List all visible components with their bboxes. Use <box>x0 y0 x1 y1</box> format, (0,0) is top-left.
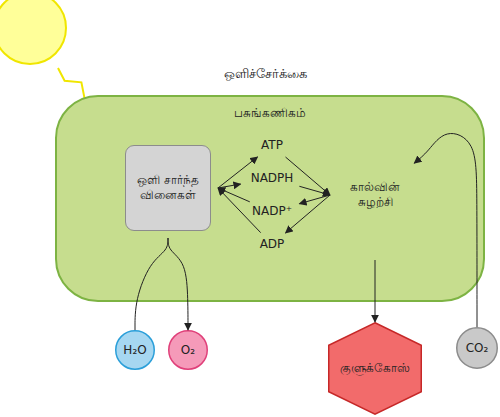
molecule-circle-shape <box>457 328 498 369</box>
connector-arrow <box>286 157 330 195</box>
glucose-hexagon-label: குளுக்கோஸ் <box>340 361 410 376</box>
molecule-circle: O₂ <box>168 330 208 370</box>
diagram-title: ஒளிச்சேர்க்கை <box>165 66 365 83</box>
molecule-circle-shape <box>169 331 208 370</box>
connector-arrow <box>375 260 376 322</box>
connector-arrow <box>299 186 330 195</box>
connector-arrow <box>286 195 330 233</box>
molecule-circle-label: H₂O <box>123 343 146 358</box>
light-reaction-box-label: ஒளி சார்ந்த வினைகள் <box>125 145 211 231</box>
molecule-circle: H₂O <box>115 330 155 370</box>
connector-arrow <box>218 188 250 202</box>
glucose-hexagon-shape <box>329 323 422 415</box>
light-reaction-box: ஒளி சார்ந்த வினைகள் <box>118 138 218 238</box>
connector-arrow <box>218 157 258 188</box>
sun-symbol <box>0 0 66 64</box>
glucose-hexagon: குளுக்கோஸ் <box>328 322 422 415</box>
calvin-cycle-label: கால்வின் சுழற்சி <box>339 180 411 210</box>
chloroplast-membrane-outline <box>55 95 485 302</box>
connector-arrow <box>299 195 330 204</box>
molecule-circle-label: O₂ <box>181 343 195 358</box>
molecule-ellipse-label: NADP⁺ <box>252 204 292 219</box>
molecule-ellipse-label: ADP <box>260 237 285 252</box>
connector-arrow <box>218 184 241 188</box>
molecule-circle: CO₂ <box>456 327 498 369</box>
connector-arrow <box>168 238 188 330</box>
molecule-ellipse-label: NADPH <box>251 171 294 186</box>
chloroplast-membrane: ஒளி சார்ந்த வினைகள் ATP NADPH NADP⁺ ADP கால்வ… <box>55 95 485 302</box>
connector-arrow <box>135 238 168 330</box>
molecule-circle-shape <box>116 331 155 370</box>
molecule-circle-label: CO₂ <box>466 341 489 356</box>
chloroplast-membrane-shape <box>56 96 484 301</box>
molecule-ellipse-label: ATP <box>261 138 283 153</box>
connector-arrow <box>414 134 477 327</box>
connector-arrow <box>218 188 261 233</box>
chloroplast-membrane-label: பசுங்கணிகம் <box>234 106 306 121</box>
